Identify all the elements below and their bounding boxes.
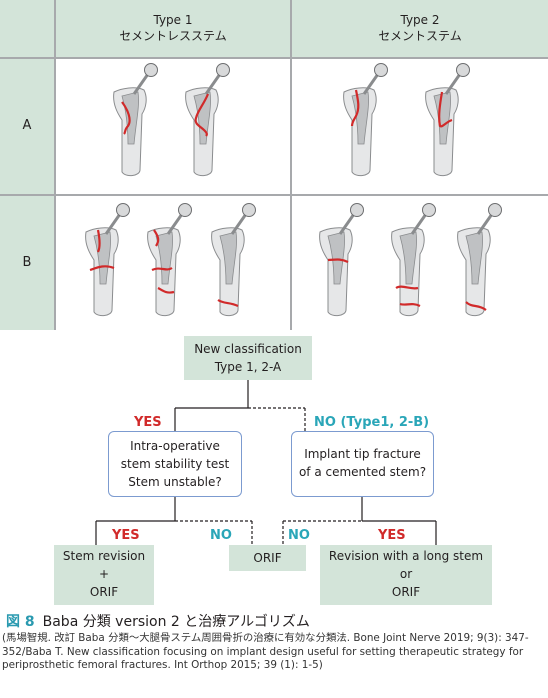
right-branch-no: NO (Type1, 2-B) (314, 415, 430, 430)
left-yes-label: YES (112, 528, 140, 543)
type1-title: Type 1 (153, 13, 193, 27)
root-line1: New classification (194, 342, 302, 356)
right-no-label: NO (288, 528, 310, 543)
header-corner (0, 0, 54, 57)
left-q-line3: Stem unstable? (128, 475, 222, 489)
type1-subtitle: セメントレスステム (119, 29, 227, 43)
femur-2a-1 (342, 62, 389, 178)
row-label-cell-a (0, 59, 54, 194)
femur-2b-2 (390, 202, 437, 318)
outcome-stem-revision: Stem revision + ORIF (54, 545, 154, 605)
header-type1 (56, 0, 290, 57)
cell-1a (56, 59, 290, 194)
femur-1a-1 (112, 62, 159, 178)
flowchart-connectors (95, 380, 437, 545)
femur-2b-3 (456, 202, 503, 318)
header-type2-text: Type 2 セメントステム (292, 12, 548, 44)
root-line2: Type 1, 2-A (214, 360, 282, 374)
outcome-left-line3: ORIF (89, 585, 119, 599)
implant-tip-question: Implant tip fracture of a cemented stem? (291, 431, 434, 497)
outcome-long-stem-revision: Revision with a long stem or ORIF (320, 545, 492, 605)
right-q-line2: of a cemented stem? (298, 465, 427, 479)
row-label-b: B (22, 255, 32, 270)
root-node: New classification Type 1, 2-A (184, 336, 312, 380)
cell-2a (292, 59, 548, 194)
outcome-left-line1: Stem revision (62, 549, 146, 563)
type2-subtitle: セメントステム (378, 29, 462, 43)
left-no-label: NO (210, 528, 232, 543)
figure-number: 図 8 (6, 614, 35, 630)
type2-title: Type 2 (400, 13, 440, 27)
femur-1b-3 (210, 202, 257, 318)
right-q-line1: Implant tip fracture (304, 447, 421, 461)
outcome-left-line2: + (98, 567, 110, 581)
stem-stability-question: Intra-operative stem stability test Stem… (108, 431, 242, 497)
femur-1b-2 (146, 202, 193, 318)
left-q-line2: stem stability test (120, 457, 230, 471)
femur-1a-2 (184, 62, 231, 178)
left-q-line1: Intra-operative (130, 439, 220, 453)
left-branch-yes: YES (134, 415, 162, 430)
outcome-right-line2: or (399, 567, 413, 581)
figure-caption-title: 図 8 Baba 分類 version 2 と治療アルゴリズム (6, 611, 310, 631)
femur-illustrations (84, 62, 503, 318)
outcome-right-line1: Revision with a long stem (328, 549, 484, 563)
femur-1b-1 (84, 202, 131, 318)
figure-caption-body: (馬場智規. 改訂 Baba 分類〜大腿骨ステム周囲骨折の治療に有効な分類法. … (2, 632, 529, 671)
right-yes-label: YES (378, 528, 406, 543)
figure-title: Baba 分類 version 2 と治療アルゴリズム (42, 614, 310, 630)
outcome-right-line3: ORIF (391, 585, 421, 599)
header-type2 (292, 0, 548, 57)
row-label-a: A (22, 118, 32, 133)
outcome-orif: ORIF (229, 545, 306, 571)
header-type1-text: Type 1 セメントレスステム (56, 12, 290, 44)
femur-2b-1 (318, 202, 365, 318)
row-label-cell-b (0, 196, 54, 330)
femur-2a-2 (424, 62, 471, 178)
